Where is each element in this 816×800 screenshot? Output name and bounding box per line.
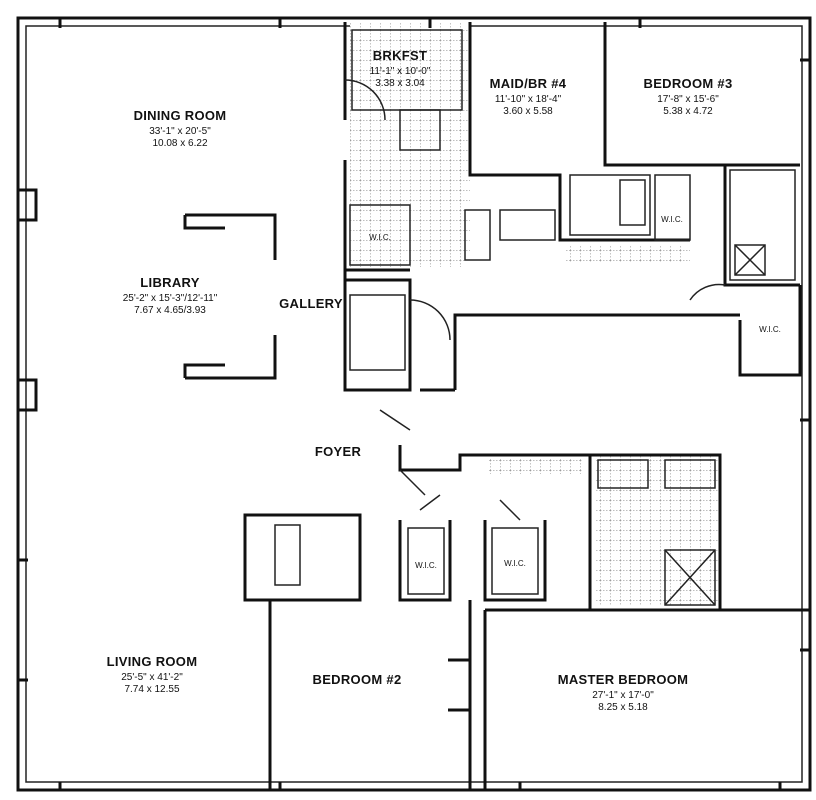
room-dim-m: 7.74 x 12.55	[124, 684, 179, 695]
room-dim-ft: 27'-1" x 17'-0"	[592, 690, 654, 701]
room-name-maid: MAID/BR #4	[490, 76, 567, 91]
wic-label: W.I.C.	[504, 559, 526, 568]
room-name-bedroom3: BEDROOM #3	[644, 76, 733, 91]
interior-walls	[18, 18, 810, 790]
door-swings	[344, 79, 726, 521]
room-dim-ft: 25'-5" x 41'-2"	[121, 672, 183, 683]
room-dim-m: 7.67 x 4.65/3.93	[134, 305, 206, 316]
room-name-gallery: GALLERY	[279, 296, 343, 311]
room-dim-m: 3.38 x 3.04	[375, 78, 425, 89]
room-dim-ft: 11'-10" x 18'-4"	[495, 94, 562, 105]
room-name-master: MASTER BEDROOM	[558, 672, 689, 687]
wic-label: W.I.C.	[415, 561, 437, 570]
room-name-dining: DINING ROOM	[134, 108, 227, 123]
room-name-bedroom2: BEDROOM #2	[313, 672, 402, 687]
room-name-library: LIBRARY	[140, 275, 199, 290]
room-dim-ft: 25'-2" x 15'-3"/12'-11"	[123, 293, 218, 304]
room-dim-m: 5.38 x 4.72	[663, 106, 713, 117]
room-name-brkfst: BRKFST	[373, 48, 428, 63]
wic-label: W.I.C.	[759, 325, 781, 334]
room-dim-ft: 33'-1" x 20'-5"	[149, 126, 211, 137]
room-dim-m: 10.08 x 6.22	[152, 138, 207, 149]
room-dim-ft: 11'-1" x 10'-0"	[370, 66, 431, 77]
room-dim-m: 8.25 x 5.18	[598, 702, 648, 713]
room-name-foyer: FOYER	[315, 444, 362, 459]
room-labels: BRKFST 11'-1" x 10'-0" 3.38 x 3.04 MAID/…	[107, 48, 781, 713]
wic-label: W.I.C.	[661, 215, 683, 224]
room-name-living: LIVING ROOM	[107, 654, 198, 669]
room-dim-m: 3.60 x 5.58	[503, 106, 553, 117]
wic-label: W.I.C.	[369, 233, 391, 242]
room-dim-ft: 17'-8" x 15'-6"	[657, 94, 719, 105]
